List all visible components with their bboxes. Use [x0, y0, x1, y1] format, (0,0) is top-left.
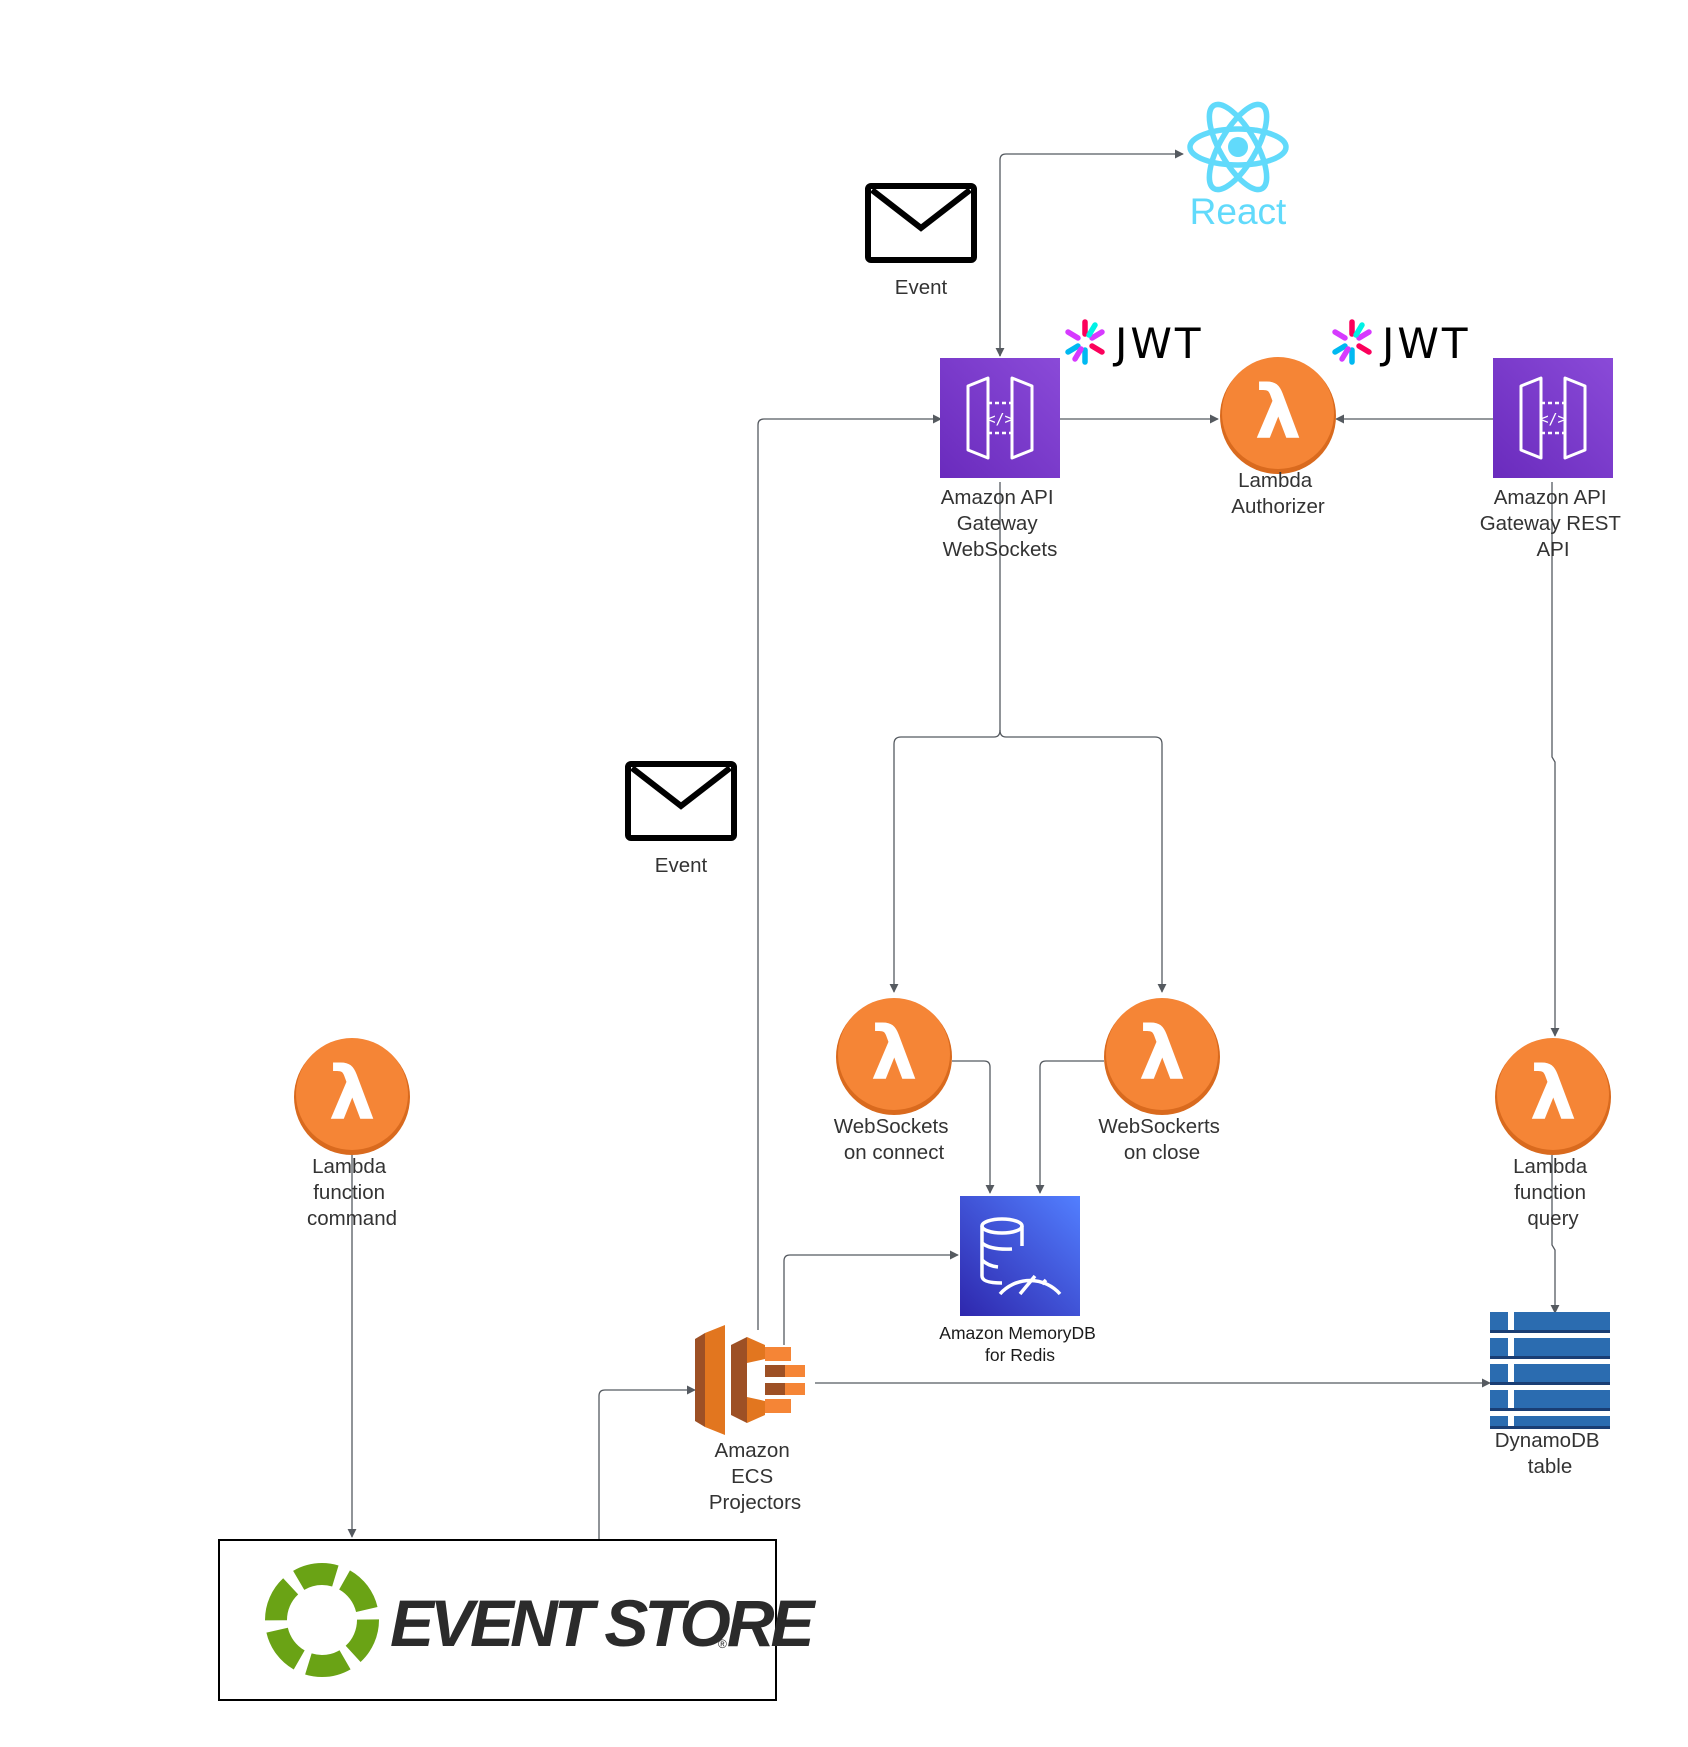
connector-on-connect-to-memorydb	[952, 1060, 995, 1194]
api-gateway-icon: </>	[940, 358, 1060, 478]
eventstore-node: EVENT STORE ®	[218, 1539, 821, 1701]
connector-eventstore-to-ecs	[598, 1385, 696, 1540]
ws-on-connect-node: λ WebSockets on connect	[834, 998, 954, 1164]
connector-ecs-to-apigw-ws	[757, 414, 942, 1330]
dynamodb-label: DynamoDB table	[1495, 1429, 1606, 1478]
event-mid-label: Event	[655, 854, 708, 877]
eventstore-label: EVENT STORE	[390, 1586, 817, 1660]
lambda-icon: λ	[294, 1038, 410, 1155]
apigw-websockets-node: </> Amazon API Gateway WebSockets	[940, 358, 1060, 561]
event-top-label: Event	[895, 276, 948, 299]
lambda-command-label: Lambda function command	[307, 1155, 397, 1230]
lambda-query-node: λ Lambda function query	[1495, 1038, 1611, 1230]
lambda-icon: λ	[1220, 357, 1336, 474]
svg-text:</>: </>	[986, 410, 1013, 428]
jwt-logo-left: JWT	[1065, 319, 1204, 368]
lambda-authorizer-node: λ Lambda Authorizer	[1220, 357, 1336, 518]
jwt-logo-icon: JWT	[1065, 319, 1204, 368]
lambda-authorizer-label: Lambda Authorizer	[1231, 469, 1325, 518]
envelope-icon	[865, 183, 977, 263]
jwt-left-text: JWT	[1112, 319, 1204, 368]
connector-lambda-query-to-dynamodb	[1550, 1155, 1560, 1314]
svg-text:λ: λ	[1139, 1011, 1186, 1097]
connector-apigw-ws-to-on-close	[999, 729, 1167, 993]
jwt-logo-right: JWT	[1332, 319, 1471, 368]
eventstore-logo-icon	[265, 1563, 379, 1677]
api-gateway-icon: </>	[1493, 358, 1613, 478]
connector-apigw-ws-to-react	[999, 149, 1184, 356]
lambda-command-node: λ Lambda function command	[294, 1038, 410, 1230]
apigw-rest-label: Amazon API Gateway REST API	[1480, 486, 1627, 561]
ws-on-close-label: WebSockerts on close	[1098, 1115, 1225, 1164]
connector-ecs-to-memorydb	[783, 1250, 959, 1345]
react-logo-icon	[1187, 101, 1289, 193]
envelope-icon	[625, 761, 737, 841]
svg-text:</>: </>	[1539, 410, 1566, 428]
lambda-icon: λ	[836, 998, 952, 1115]
react-label: React	[1190, 191, 1287, 232]
memorydb-icon	[960, 1196, 1080, 1316]
memorydb-label: Amazon MemoryDB for Redis	[939, 1323, 1100, 1365]
registered-mark: ®	[718, 1637, 727, 1651]
lambda-icon: λ	[1495, 1038, 1611, 1155]
ecs-label: Amazon ECS Projectors	[709, 1439, 801, 1514]
lambda-query-label: Lambda function query	[1513, 1155, 1593, 1230]
event-message-top: Event	[865, 183, 977, 299]
dynamodb-table-icon	[1490, 1312, 1610, 1429]
apigw-ws-label: Amazon API Gateway WebSockets	[941, 486, 1060, 561]
react-node: React	[1187, 101, 1289, 232]
ws-on-close-node: λ WebSockerts on close	[1098, 998, 1225, 1164]
svg-text:λ: λ	[871, 1011, 918, 1097]
svg-text:λ: λ	[1530, 1051, 1577, 1137]
connectors	[347, 149, 1560, 1540]
event-message-mid: Event	[625, 761, 737, 877]
connector-apigw-rest-to-lambda-query	[1550, 482, 1560, 1037]
jwt-logo-icon: JWT	[1332, 319, 1471, 368]
jwt-right-text: JWT	[1379, 319, 1471, 368]
ws-on-connect-label: WebSockets on connect	[834, 1115, 954, 1164]
connector-on-close-to-memorydb	[1035, 1060, 1104, 1194]
ecs-icon	[695, 1325, 805, 1435]
svg-text:λ: λ	[329, 1051, 376, 1137]
apigw-rest-node: </> Amazon API Gateway REST API	[1480, 358, 1627, 561]
memorydb-node: Amazon MemoryDB for Redis	[939, 1196, 1100, 1365]
dynamodb-node: DynamoDB table	[1490, 1312, 1610, 1478]
svg-text:λ: λ	[1255, 370, 1302, 456]
ecs-node: Amazon ECS Projectors	[695, 1325, 805, 1514]
lambda-icon: λ	[1104, 998, 1220, 1115]
